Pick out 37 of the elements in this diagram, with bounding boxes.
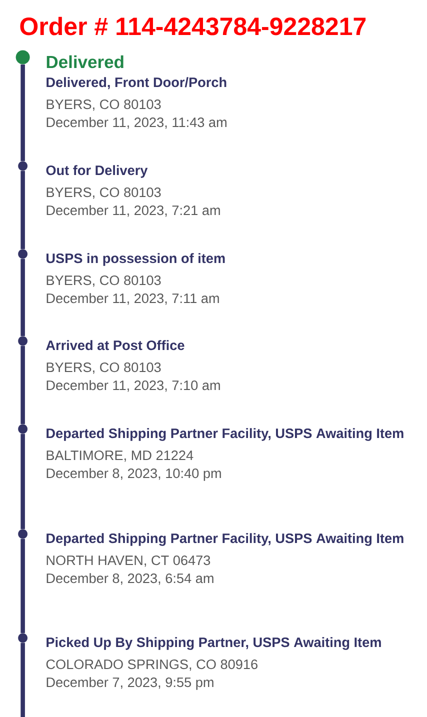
timeline-dot	[18, 161, 28, 171]
location-text: NORTH HAVEN, CT 06473	[46, 556, 210, 567]
order-number-heading: Order # 114-4243784-9228217	[20, 16, 366, 36]
timeline-dot	[18, 529, 28, 539]
timeline-line	[20, 642, 25, 717]
timeline-line	[20, 346, 25, 424]
timeline-dot	[18, 424, 28, 434]
timeline-line	[20, 170, 25, 250]
location-text: BYERS, CO 80103	[46, 276, 161, 287]
status-heading: Out for Delivery	[46, 165, 148, 178]
timeline-line	[20, 64, 25, 162]
timestamp-text: December 11, 2023, 7:11 am	[46, 293, 219, 305]
timeline-dot	[16, 50, 30, 64]
status-title: Delivered	[46, 55, 124, 68]
status-heading: Delivered, Front Door/Porch	[46, 77, 226, 90]
location-text: BYERS, CO 80103	[46, 100, 161, 111]
location-text: BALTIMORE, MD 21224	[46, 450, 194, 462]
timeline-line	[20, 538, 25, 634]
status-heading: Departed Shipping Partner Facility, USPS Awaiting Item	[46, 428, 404, 441]
timestamp-text: December 8, 2023, 6:54 am	[46, 573, 214, 585]
timestamp-text: December 8, 2023, 10:40 pm	[46, 468, 221, 481]
status-heading: Arrived at Post Office	[46, 340, 184, 350]
location-text: COLORADO SPRINGS, CO 80916	[46, 660, 258, 671]
timestamp-text: December 11, 2023, 7:10 am	[46, 380, 220, 392]
timestamp-text: December 11, 2023, 11:43 am	[46, 117, 226, 129]
status-heading: USPS in possession of item	[46, 253, 225, 266]
status-heading: Departed Shipping Partner Facility, USPS Awaiting Item	[46, 533, 404, 546]
status-heading: Picked Up By Shipping Partner, USPS Awaiting Item	[46, 637, 381, 650]
timeline-dot	[18, 249, 28, 259]
timestamp-text: December 11, 2023, 7:21 am	[46, 205, 220, 217]
timestamp-text: December 7, 2023, 9:55 pm	[46, 677, 214, 690]
timeline-dot	[18, 336, 28, 346]
location-text: BYERS, CO 80103	[46, 188, 161, 199]
timeline-line	[20, 434, 25, 530]
timeline-dot	[18, 633, 28, 643]
timeline-line	[20, 258, 25, 336]
location-text: BYERS, CO 80103	[46, 362, 161, 374]
